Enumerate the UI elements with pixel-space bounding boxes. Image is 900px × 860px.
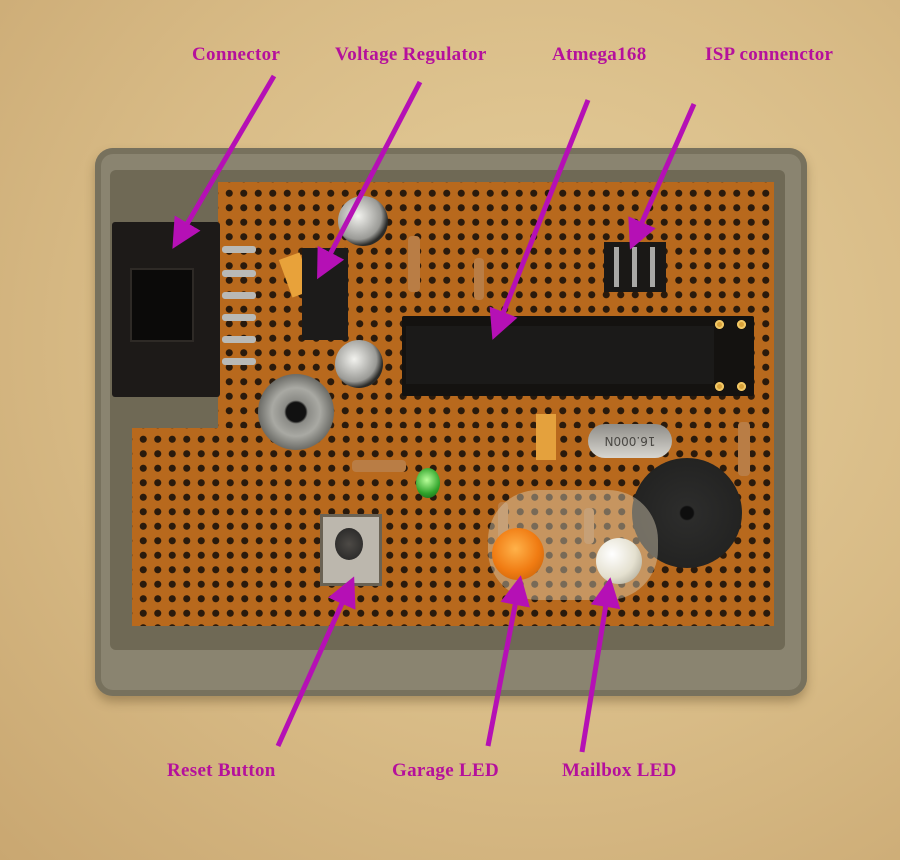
arrow-connector xyxy=(172,74,277,249)
electrolytic-capacitor xyxy=(335,340,383,388)
connector-pin xyxy=(222,292,256,299)
arrow-isp-connector xyxy=(628,102,697,250)
audio-jack xyxy=(258,374,334,450)
arrow-mailbox-led xyxy=(579,577,621,753)
arrow-reset-button xyxy=(275,576,356,748)
resistor xyxy=(584,508,594,544)
resistor xyxy=(738,422,750,476)
connector-pin xyxy=(222,336,256,343)
arrow-voltage-regulator xyxy=(317,80,423,280)
garage-led xyxy=(492,528,544,580)
label-reset-button: Reset Button xyxy=(167,760,276,781)
label-mailbox-led: Mailbox LED xyxy=(562,760,677,781)
atmega168-chip xyxy=(406,326,714,384)
header-pin xyxy=(632,247,637,287)
header-pin xyxy=(650,247,655,287)
connector-pin xyxy=(222,270,256,277)
socket-pin xyxy=(715,382,724,391)
tantalum-capacitor xyxy=(536,414,556,460)
isp-header xyxy=(604,242,666,292)
arrow-atmega168 xyxy=(489,99,591,340)
label-atmega168: Atmega168 xyxy=(552,44,647,65)
socket-pin xyxy=(715,320,724,329)
resistor xyxy=(408,236,420,292)
piezo-buzzer xyxy=(632,458,742,568)
socket-pin xyxy=(737,382,746,391)
resistor xyxy=(474,258,484,300)
header-pin xyxy=(614,247,619,287)
resistor xyxy=(498,502,508,542)
arrow-garage-led xyxy=(485,575,530,747)
mailbox-led xyxy=(596,538,642,584)
resistor xyxy=(352,460,406,472)
connector-pin xyxy=(222,246,256,253)
connector-pin xyxy=(222,314,256,321)
connector-pin xyxy=(222,358,256,365)
label-connector: Connector xyxy=(192,44,281,65)
label-isp-connector: ISP connenctor xyxy=(705,44,834,65)
connector-socket xyxy=(130,268,194,342)
label-voltage-regulator: Voltage Regulator xyxy=(335,44,487,65)
socket-pin xyxy=(737,320,746,329)
reset-button-cap xyxy=(335,528,363,560)
label-garage-led: Garage LED xyxy=(392,760,499,781)
status-led-green xyxy=(416,468,440,498)
